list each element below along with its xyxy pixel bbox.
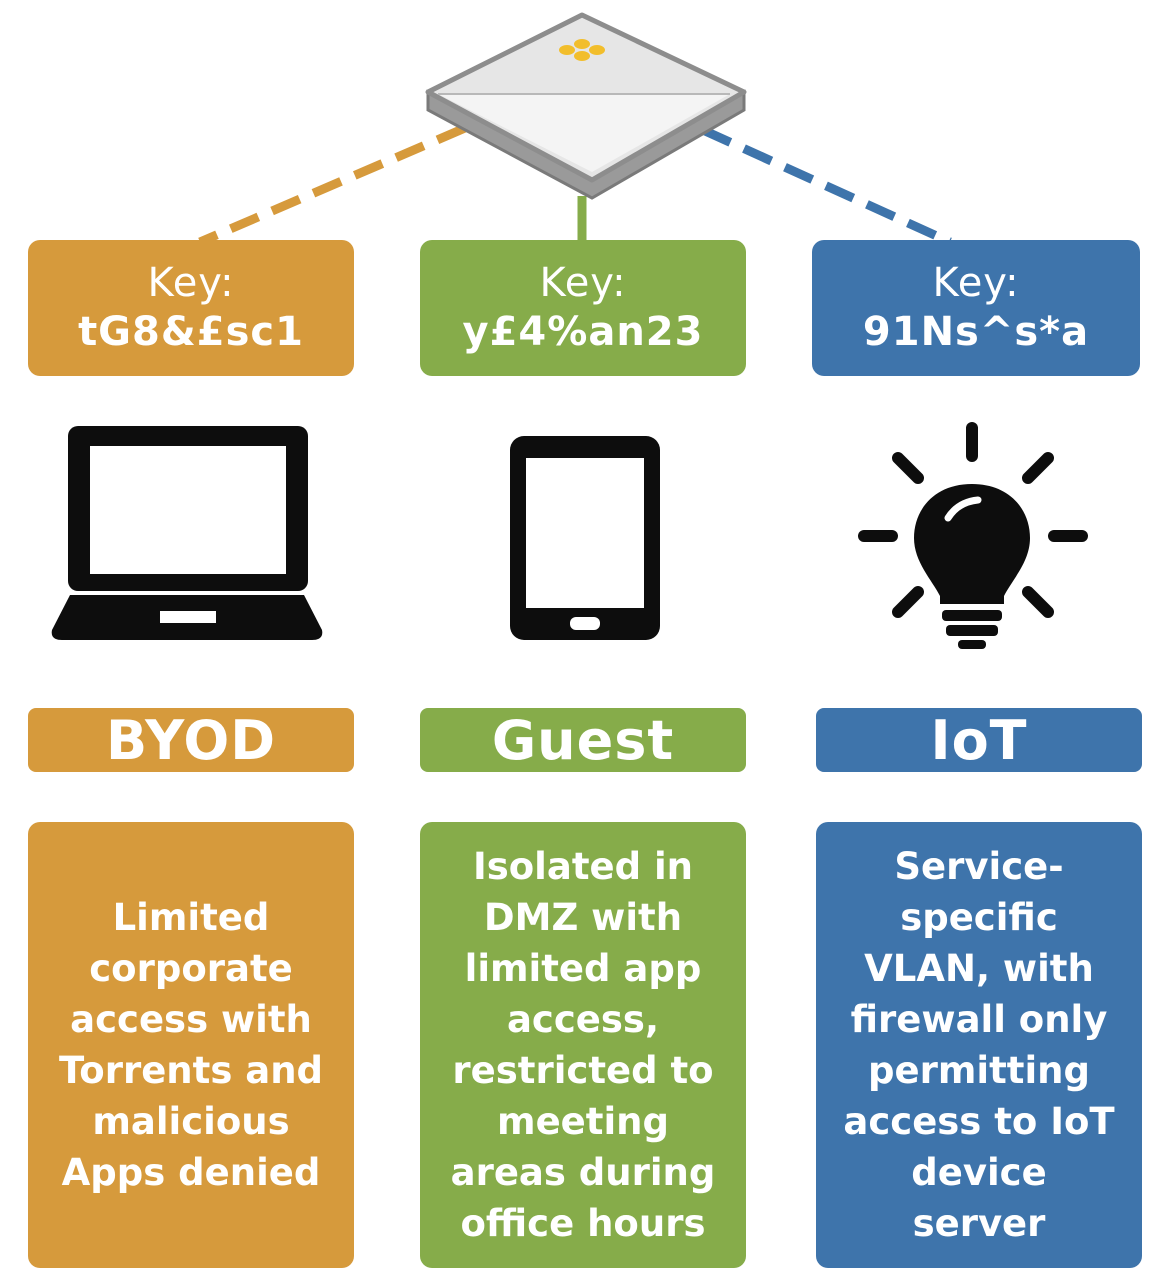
guest-description: Isolated in DMZ with limited app access,… xyxy=(420,822,746,1268)
iot-key-box: Key: 91Ns^s*a xyxy=(812,240,1140,376)
iot-key-label: Key: xyxy=(932,260,1020,306)
byod-key-box: Key: tG8&£sc1 xyxy=(28,240,354,376)
guest-key-value: y£4%an23 xyxy=(462,309,704,355)
byod-description: Limited corporate access with Torrents a… xyxy=(28,822,354,1268)
byod-name-label: BYOD xyxy=(28,708,354,772)
guest-name-label: Guest xyxy=(420,708,746,772)
iot-key-value: 91Ns^s*a xyxy=(862,309,1090,355)
laptop-icon xyxy=(51,426,323,640)
byod-key-value: tG8&£sc1 xyxy=(78,309,304,355)
guest-key-box: Key: y£4%an23 xyxy=(420,240,746,376)
tablet-icon xyxy=(510,436,660,640)
iot-name-label: IoT xyxy=(816,708,1142,772)
guest-key-label: Key: xyxy=(539,260,627,306)
byod-key-label: Key: xyxy=(147,260,235,306)
light-bulb-icon xyxy=(858,422,1088,649)
byod-connection-line xyxy=(198,123,467,247)
access-point-device xyxy=(425,12,747,200)
iot-description: Service- specific VLAN, with firewall on… xyxy=(816,822,1142,1268)
iot-connection-line xyxy=(701,125,952,247)
status-leds xyxy=(559,39,605,61)
